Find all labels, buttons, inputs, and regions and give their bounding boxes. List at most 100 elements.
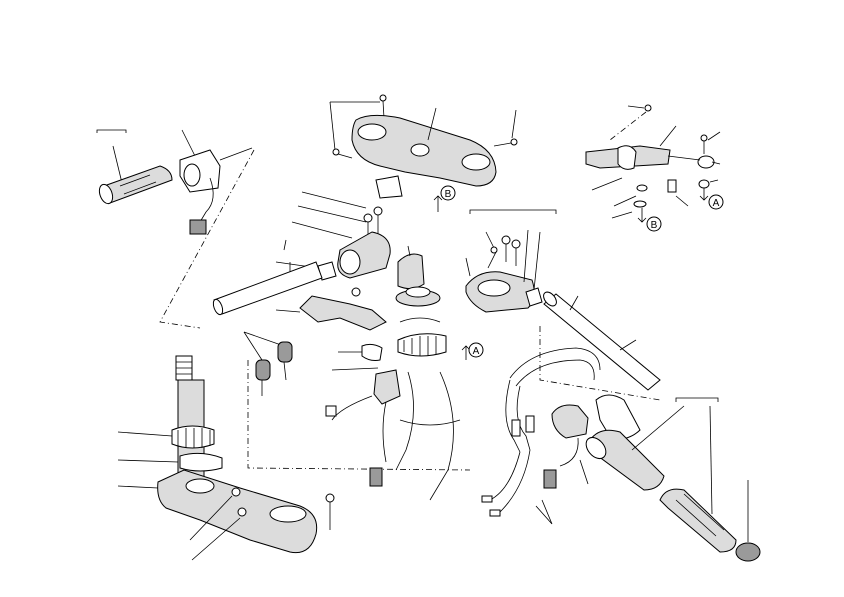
left-clipon-assembly <box>212 191 391 316</box>
key-icon <box>255 359 271 381</box>
leader-line <box>569 295 579 311</box>
left-grip-outline <box>159 149 255 329</box>
bolt-icon <box>511 239 521 249</box>
throttle-cable <box>516 385 531 451</box>
bolt-icon <box>373 206 383 216</box>
ignition-washer-inner <box>405 286 431 298</box>
bearing-seal <box>399 317 441 323</box>
leader-line <box>181 129 197 159</box>
bolt-icon <box>644 104 652 112</box>
bolt-icon <box>379 94 387 102</box>
right-bar-outline <box>539 326 661 401</box>
pin <box>465 257 471 277</box>
direction-arrow <box>699 188 709 201</box>
switch-wire <box>199 177 214 223</box>
bolt-shaft <box>487 251 497 269</box>
cable-adjuster <box>525 415 535 433</box>
bolt-icon <box>231 487 241 497</box>
direction-arrow <box>433 195 443 212</box>
clamp-bore <box>477 279 511 297</box>
steering-lock-bracket <box>299 295 387 331</box>
leader-line <box>243 331 285 347</box>
ignition-wire <box>382 401 387 463</box>
nut-icon <box>698 179 710 189</box>
frame-outline <box>429 371 454 501</box>
left-grip-end <box>98 183 114 205</box>
bolt-icon <box>363 213 373 223</box>
keys <box>243 331 293 396</box>
ignition-wire-left <box>331 395 373 421</box>
leader-line <box>189 495 241 561</box>
throttle-cable <box>509 347 601 379</box>
throttle-tube-end <box>585 436 607 460</box>
leader-line <box>535 499 553 525</box>
throttle-tube <box>589 429 665 491</box>
right-handlebar-tube <box>543 293 661 391</box>
damper-axis <box>609 111 647 141</box>
leader-line <box>427 107 437 141</box>
left-grip-assembly <box>96 129 253 235</box>
throttle-cable <box>505 379 521 453</box>
right-clipon-assembly <box>465 209 661 391</box>
bolt-icon <box>700 134 708 142</box>
leader-line <box>523 229 529 283</box>
nut-icon <box>351 287 361 297</box>
bolt-icon <box>325 493 335 503</box>
key-blade <box>283 361 287 381</box>
group-bracket <box>96 129 127 133</box>
leader-line <box>291 221 353 239</box>
leader-line <box>243 331 263 361</box>
throttle-cable <box>489 449 531 513</box>
group-bracket <box>469 209 557 214</box>
leader-line <box>407 245 411 257</box>
ignition-connector <box>369 467 383 487</box>
ref-circle-a-mid <box>468 342 484 358</box>
right-switch-housing <box>551 404 589 439</box>
lock-ring <box>361 343 383 361</box>
leader-line <box>591 177 637 219</box>
leader-line <box>511 109 517 139</box>
ref-label-a-damper: A <box>713 198 720 209</box>
switch-connector <box>189 219 207 235</box>
damper-rod-end <box>697 155 715 169</box>
ignition-assembly <box>275 245 461 501</box>
bolt-shaft <box>337 153 353 159</box>
leader-line <box>485 231 495 249</box>
top-clamp-hole-center <box>410 143 430 157</box>
key-icon <box>277 341 293 363</box>
leader-line <box>627 105 645 109</box>
bolt-icon <box>510 138 518 146</box>
steering-stop-bracket <box>375 175 403 199</box>
tube-end <box>212 298 224 316</box>
bolt-shaft <box>493 142 512 147</box>
ignition-switch-body <box>373 369 401 405</box>
bolt-icon <box>332 148 340 156</box>
leader-line <box>301 191 367 209</box>
left-grip <box>102 165 173 204</box>
ref-circle-a-damper <box>708 194 724 210</box>
clamp-bore <box>339 249 361 275</box>
lower-bearing <box>171 425 215 449</box>
lower-clamp-hole <box>185 478 215 494</box>
right-grip <box>659 488 737 553</box>
throttle-cable <box>515 359 595 387</box>
leader-line <box>709 405 713 515</box>
leader-line <box>533 231 541 291</box>
tube-end <box>543 291 557 307</box>
ref-label-b-top: B <box>445 189 452 200</box>
leader-line <box>619 339 637 351</box>
steering-bearing <box>397 333 447 357</box>
switch-connector <box>543 469 557 489</box>
frame-outline <box>395 371 414 471</box>
leader-line <box>659 125 721 183</box>
ref-circle-b-damper <box>646 216 662 232</box>
steering-stem-assembly <box>117 355 335 561</box>
bearing-rollers <box>177 428 211 448</box>
damper-mount <box>617 145 637 170</box>
steering-damper-assembly: B A <box>585 104 724 232</box>
ignition-cap <box>397 253 425 290</box>
ref-label-a-mid: A <box>473 346 480 357</box>
leader-line <box>112 145 123 184</box>
switch-bore <box>183 163 201 187</box>
